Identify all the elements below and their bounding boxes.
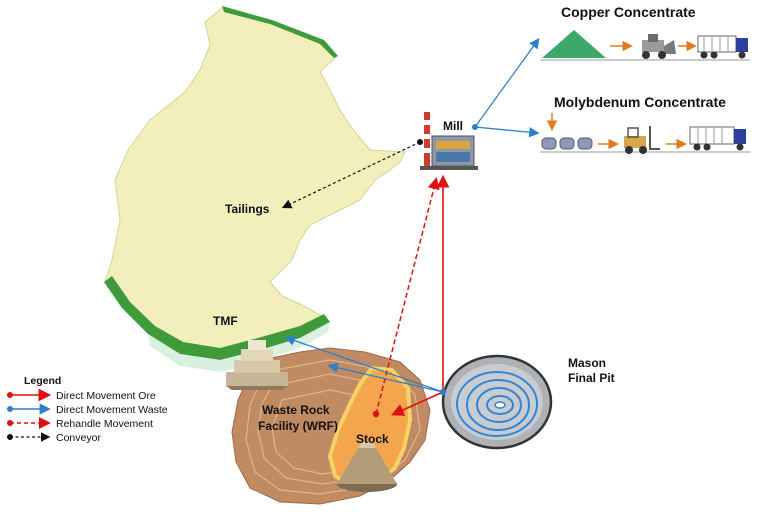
moly-concentrate-label: Molybdenum Concentrate	[554, 94, 726, 110]
legend-title: Legend	[24, 375, 61, 387]
legend-item-waste: Direct Movement Waste	[7, 403, 168, 416]
legend: Legend Direct Movement Ore Direct Moveme…	[7, 375, 168, 444]
moly-truck-icon	[689, 126, 746, 151]
tmf-dam-top	[222, 6, 338, 58]
moly-bags-icon	[541, 137, 593, 150]
legend-label-rehandle: Rehandle Movement	[56, 418, 153, 430]
pit-to-tmf-waste-line	[284, 335, 444, 393]
copper-pile-icon	[542, 30, 606, 58]
waste-dump-icon	[226, 340, 288, 390]
stock-to-mill-rehandle-line	[375, 177, 440, 415]
wrf-label-line2: Facility (WRF)	[258, 419, 338, 433]
legend-label-ore: Direct Movement Ore	[56, 390, 156, 402]
legend-label-conveyor: Conveyor	[56, 432, 101, 444]
loader-icon	[642, 34, 676, 59]
pit-source-node	[439, 388, 447, 396]
stock-pile-icon	[337, 442, 397, 492]
forklift-icon	[624, 126, 660, 154]
mill-output-node	[472, 124, 478, 130]
legend-item-ore: Direct Movement Ore	[7, 388, 156, 402]
tailings-pond	[104, 7, 406, 353]
mill-label: Mill	[443, 119, 463, 133]
copper-truck-icon	[697, 35, 748, 59]
copper-concentrate-label: Copper Concentrate	[561, 4, 696, 20]
tmf-dam-face	[148, 322, 330, 372]
mason-label-line1: Mason	[568, 356, 606, 370]
stock-label: Stock	[356, 432, 389, 446]
legend-item-conveyor: Conveyor	[7, 432, 101, 444]
mill-icon	[420, 112, 478, 170]
mason-label-line2: Final Pit	[568, 371, 615, 385]
stockpile-area	[327, 365, 413, 492]
tmf-label: TMF	[213, 314, 238, 328]
tailings-label: Tailings	[225, 202, 270, 216]
wrf-label-line1: Waste Rock	[262, 403, 330, 417]
stock-rehandle-node	[372, 410, 380, 418]
flow-lines	[281, 37, 540, 418]
pit-to-stock-ore-line	[391, 391, 444, 416]
pit-to-wrf-waste-line	[327, 362, 444, 393]
mason-final-pit	[441, 354, 553, 450]
legend-label-waste: Direct Movement Waste	[56, 404, 168, 416]
conveyor-node	[417, 139, 423, 145]
tailings-facility	[104, 6, 406, 372]
mill-to-copper-line	[474, 37, 540, 128]
mill-to-moly-line	[474, 126, 540, 138]
legend-item-rehandle: Rehandle Movement	[7, 417, 153, 430]
tmf-dam-left	[104, 276, 330, 360]
copper-chain	[540, 30, 750, 61]
moly-chain	[540, 113, 750, 154]
